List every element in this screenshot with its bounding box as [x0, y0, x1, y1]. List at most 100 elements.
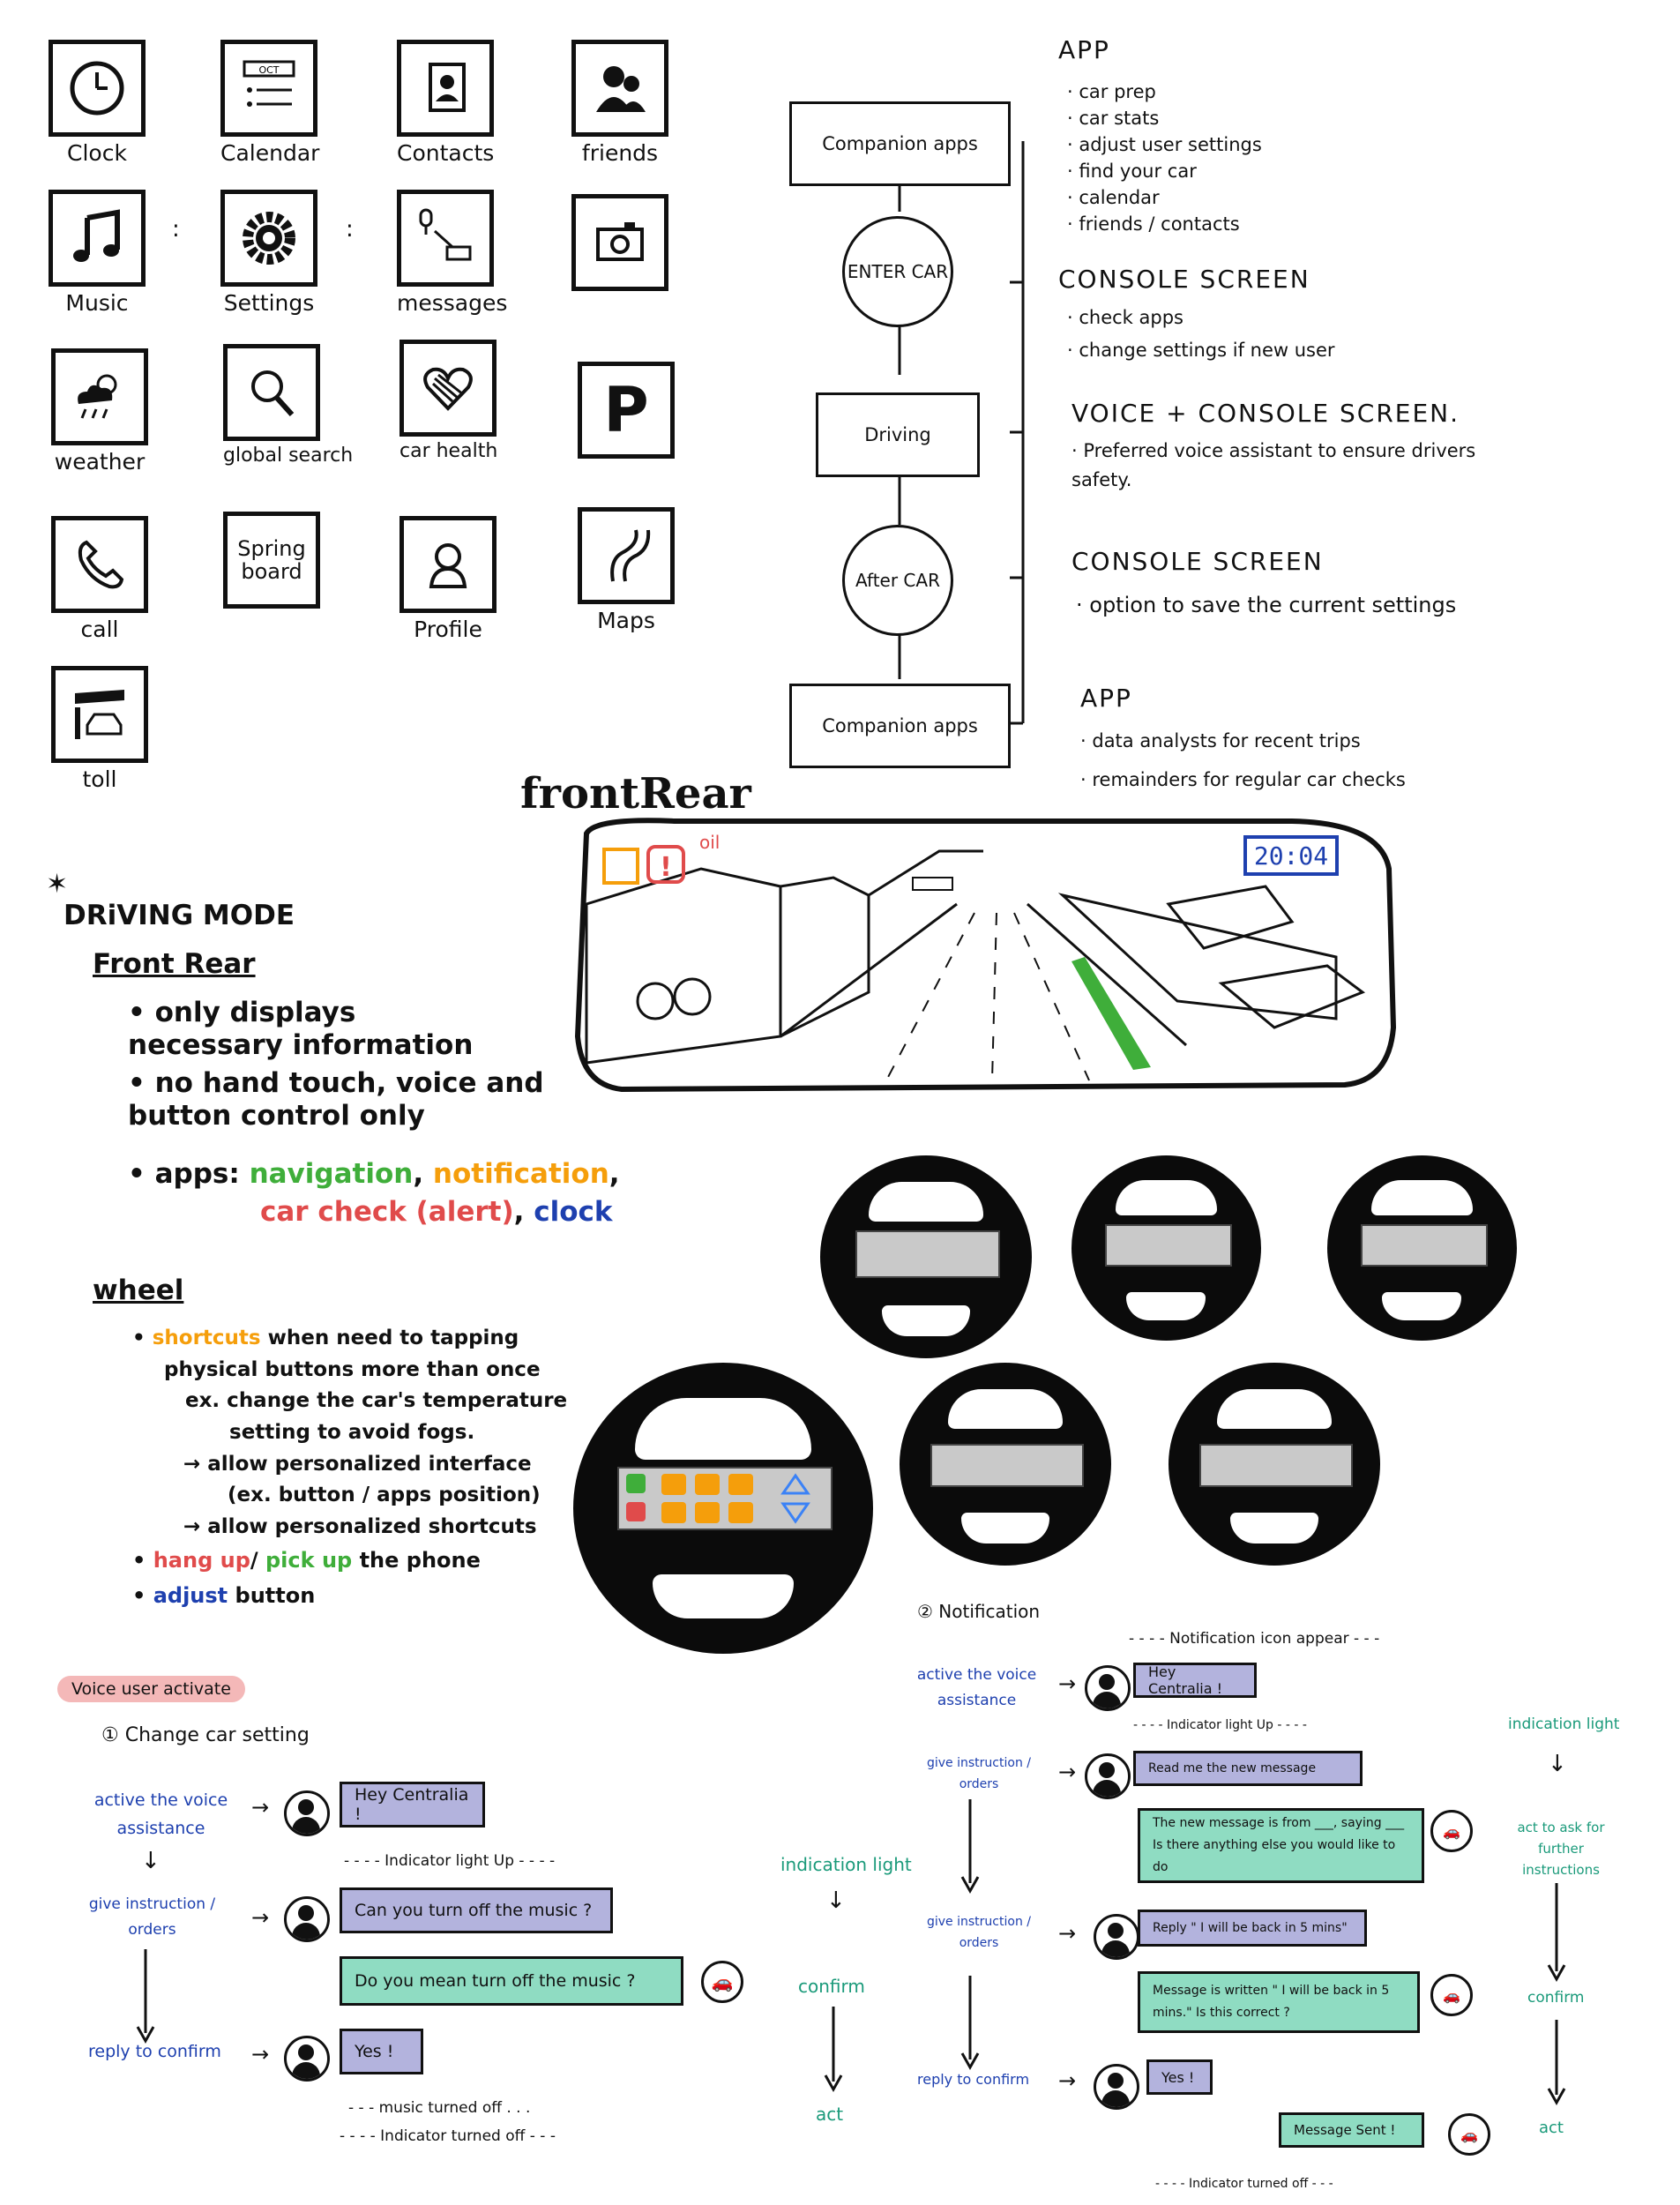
confirm-label: confirm	[1527, 1989, 1585, 2007]
user-bubble: Yes !	[1146, 2059, 1213, 2095]
user-avatar-icon	[1094, 1914, 1139, 1960]
app-weather[interactable]: weather	[51, 348, 148, 475]
app-global-search[interactable]: global search	[223, 344, 354, 467]
app-label: car health	[399, 440, 498, 462]
app-settings[interactable]: Settings	[220, 190, 317, 316]
enter-car-circle: ENTER CAR	[842, 216, 953, 327]
app-call[interactable]: call	[51, 516, 148, 642]
app-maps[interactable]: Maps	[578, 507, 675, 633]
app-label: Maps	[597, 608, 655, 633]
parking-icon: P	[578, 362, 675, 459]
driving-mode-heading: DRiVING MODE	[63, 900, 295, 931]
steering-wheel	[1071, 1155, 1261, 1341]
app-messages[interactable]: messages	[397, 190, 508, 316]
act-label: act	[1539, 2119, 1564, 2137]
app-label: toll	[82, 766, 117, 792]
calendar-month: OCT	[258, 64, 279, 76]
user-avatar-icon	[284, 2036, 330, 2082]
user-bubble: Hey Centralia !	[1133, 1663, 1257, 1698]
indicator-note: - - - - Indicator light Up - - - -	[344, 1852, 556, 1870]
profile-icon	[399, 516, 497, 613]
reply-confirm-label: reply to confirm	[917, 2071, 1030, 2088]
app-contacts[interactable]: Contacts	[397, 40, 494, 166]
active-voice-label: active the voice assistance	[93, 1790, 228, 1839]
wheel-panel-apps	[855, 1230, 1000, 1278]
steering-wheel	[1169, 1363, 1380, 1566]
section-item: · data analysts for recent trips	[1080, 730, 1361, 751]
wheel-phone-bullet: • hang up/ pick up the phone	[132, 1548, 481, 1573]
user-avatar-icon	[284, 1790, 330, 1836]
car-bubble: Message is written " I will be back in 5…	[1138, 1971, 1420, 2033]
app-profile[interactable]: Profile	[399, 516, 497, 642]
indication-light-label: indication light	[780, 1854, 912, 1875]
star-icon: ✶	[46, 869, 69, 900]
app-label: friends	[581, 140, 659, 166]
contacts-icon	[397, 40, 494, 137]
user-bubble: Reply " I will be back in 5 mins"	[1138, 1910, 1367, 1947]
road-scene: !	[574, 818, 1397, 1093]
arrow-down-long	[136, 1949, 155, 2044]
active-voice-label: active the voice assistance	[916, 1666, 1037, 1709]
arrow-down: ↓	[1548, 1751, 1567, 1777]
reply-confirm-label: reply to confirm	[88, 2042, 221, 2061]
oil-alert-label: oil	[699, 832, 721, 853]
front-rear-subheading: Front Rear	[93, 948, 256, 980]
driving-apps-bullet: • apps: navigation, notification, car ch…	[128, 1158, 620, 1229]
section-heading: VOICE + CONSOLE SCREEN.	[1071, 399, 1460, 428]
after-car-circle: After CAR	[842, 525, 953, 636]
section-item: · remainders for regular car checks	[1080, 769, 1406, 790]
section-item: · check apps	[1067, 307, 1183, 328]
arrow-down-long	[1547, 2020, 1566, 2106]
wheel-panel	[617, 1467, 833, 1530]
driving-bullet: • only displays necessary information	[128, 997, 474, 1062]
app-label: Profile	[414, 617, 482, 642]
section-heading: CONSOLE SCREEN	[1058, 265, 1310, 294]
friends-icon	[571, 40, 668, 137]
arrow-down-long	[960, 1799, 980, 1895]
user-avatar-icon	[1094, 2064, 1139, 2110]
app-label: global search	[223, 445, 354, 467]
act-further-label: act to ask for further instructions	[1517, 1820, 1605, 1878]
app-calendar[interactable]: OCT Calendar	[220, 40, 319, 166]
music-icon	[49, 190, 146, 287]
section-item: · calendar	[1067, 187, 1160, 208]
arrow-down: ↓	[141, 1848, 161, 1874]
app-toll[interactable]: toll	[51, 666, 148, 792]
section-item: · find your car	[1067, 161, 1197, 182]
section-item: · car stats	[1067, 108, 1160, 129]
app-camera[interactable]	[571, 194, 668, 291]
car-icon: 🚗	[1448, 2113, 1490, 2156]
app-springboard[interactable]: Spring board	[223, 512, 320, 609]
windshield-view: ! oil 20:04	[569, 816, 1402, 1102]
section-heading: CONSOLE SCREEN	[1071, 547, 1324, 576]
app-clock[interactable]: Clock	[49, 40, 146, 166]
app-label: messages	[397, 290, 508, 316]
arrow-right: →	[1058, 1671, 1077, 1696]
camera-icon	[571, 194, 668, 291]
user-bubble: Yes !	[340, 2029, 423, 2074]
confirm-label: confirm	[798, 1976, 865, 1997]
notification-title: ② Notification	[917, 1601, 1041, 1622]
app-car-health[interactable]: car health	[399, 340, 497, 462]
arrow-right: →	[1058, 2068, 1077, 2093]
app-label: Contacts	[397, 140, 495, 166]
app-friends[interactable]: friends	[571, 40, 668, 166]
section-item: · friends / contacts	[1067, 213, 1240, 235]
heart-icon	[399, 340, 497, 437]
steering-wheel	[900, 1363, 1111, 1566]
user-bubble: Hey Centralia !	[340, 1782, 485, 1828]
notification-appear-note: - - - - Notification icon appear - - -	[1129, 1630, 1380, 1648]
app-music[interactable]: Music	[49, 190, 146, 316]
app-parking[interactable]: P	[578, 362, 675, 459]
app-label: call	[80, 617, 119, 642]
app-label: Settings	[223, 290, 315, 316]
section-heading: APP	[1058, 35, 1110, 64]
clock-display: 20:04	[1243, 835, 1339, 876]
section-item: · Preferred voice assistant to ensure dr…	[1071, 440, 1476, 490]
steering-wheel	[820, 1155, 1032, 1358]
give-instruction-label: give instruction / orders	[927, 1756, 1031, 1791]
calendar-icon: OCT	[220, 40, 317, 137]
app-label: Clock	[67, 140, 127, 166]
arrow-right: →	[1058, 1760, 1077, 1784]
car-bubble: The new message is from ___, saying ___ …	[1138, 1808, 1424, 1883]
